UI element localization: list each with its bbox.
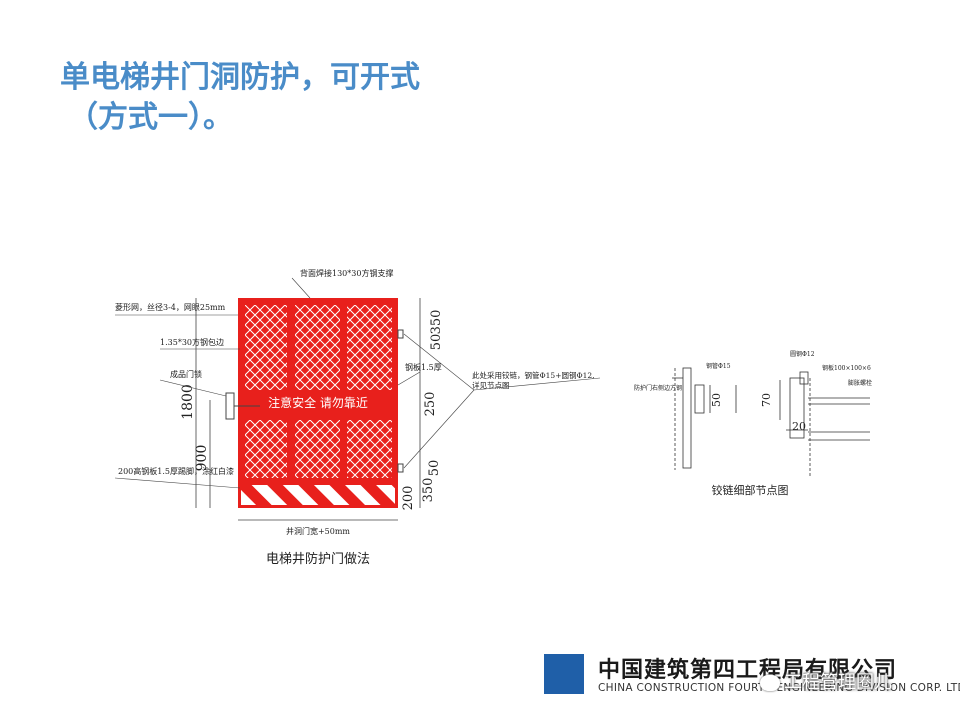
title-line-1: 单电梯井门洞防护，可开式 xyxy=(60,60,420,95)
dim-50-top: 50 xyxy=(429,334,444,351)
hinge-top xyxy=(397,329,404,339)
dim-350-top: 350 xyxy=(429,310,444,335)
lock xyxy=(225,392,235,420)
label-edge-steel: 防护门右侧边方钢 xyxy=(634,384,682,392)
chat-icon xyxy=(760,675,780,691)
note-hinge-2: 详见节点图 xyxy=(472,380,510,390)
note-plate: 钢板1.5厚 xyxy=(405,362,442,372)
company-logo-icon xyxy=(544,654,584,694)
label-round-steel: 圆钢Φ12 xyxy=(790,350,815,358)
mesh-panels-lower xyxy=(245,420,392,478)
company-name-en: CHINA CONSTRUCTION FOURTH ENGINEERING DI… xyxy=(598,682,960,694)
warning-band xyxy=(238,390,398,415)
warning-sign-text: 注意安全 请勿靠近 xyxy=(268,395,368,410)
label-steel-plate: 钢板100×100×6 xyxy=(822,364,871,372)
watermark-text: 工程管理圈儿 xyxy=(784,672,892,693)
title-line-2: （方式一）。 xyxy=(68,100,233,135)
note-top-support: 背面焊接130*30方钢支撑 xyxy=(300,268,393,278)
dim-50-bottom: 50 xyxy=(427,460,442,477)
dim-250: 250 xyxy=(423,392,438,417)
detail-caption: 铰链细部节点图 xyxy=(712,483,789,497)
label-pipe: 钢管Φ15 xyxy=(706,362,731,370)
detail-dim-20: 20 xyxy=(792,420,806,433)
watermark: 工程管理圈儿 xyxy=(760,668,892,694)
door-caption: 电梯井防护门做法 xyxy=(266,551,370,567)
slide-title: 单电梯井门洞防护，可开式 （方式一）。 xyxy=(60,58,420,138)
kickplate xyxy=(239,483,397,507)
dim-200: 200 xyxy=(401,486,416,511)
dim-900: 900 xyxy=(194,445,210,472)
mesh-panels-upper xyxy=(245,305,392,390)
note-mesh: 菱形网，丝径3-4，网眼25mm xyxy=(115,302,226,312)
company-name-cn: 中国建筑第四工程局有限公司 xyxy=(598,658,898,683)
hinge-bottom xyxy=(397,463,404,473)
hinge-detail xyxy=(672,367,870,478)
note-hinge-1: 此处采用铰链，钢管Φ15+圆钢Φ12, xyxy=(472,370,595,380)
detail-dim-70: 70 xyxy=(760,393,773,407)
dim-1800: 1800 xyxy=(180,384,196,420)
note-kickplate: 200高钢板1.5厚踢脚，涂红白漆 xyxy=(118,466,234,476)
dim-350-bottom: 350 xyxy=(421,478,436,503)
label-anchor-bolt: 膨胀螺栓 xyxy=(848,379,872,387)
detail-dim-50: 50 xyxy=(710,393,723,407)
note-lock: 成品门锁 xyxy=(170,369,202,379)
width-label: 井洞门宽+50mm xyxy=(286,526,350,536)
note-frame: 1.35*30方钢包边 xyxy=(160,337,224,347)
door-elevation: 注意安全 请勿靠近 1800 900 350 50 250 50 350 200… xyxy=(114,268,601,567)
company-brand: 中国建筑第四工程局有限公司 CHINA CONSTRUCTION FOURTH … xyxy=(540,648,960,708)
hinge-detail-labels: 50 70 20 钢管Φ15 防护门右侧边方钢 圆钢Φ12 钢板100×100×… xyxy=(634,350,872,497)
